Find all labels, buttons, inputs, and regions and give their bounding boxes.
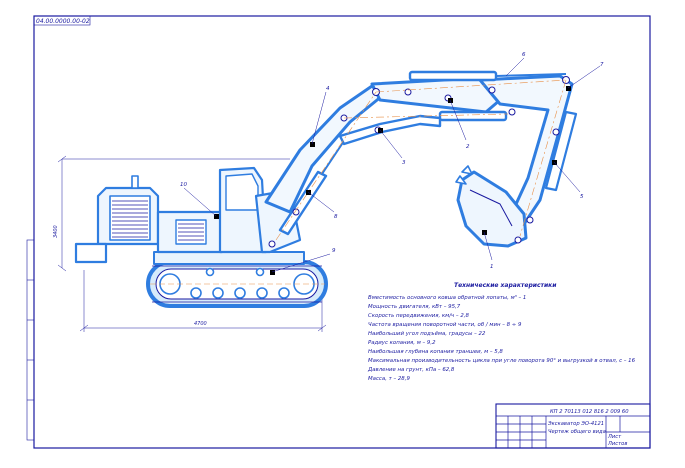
spec-line: Частота вращения поворотной части, об / … bbox=[368, 322, 522, 328]
spec-line: Вместимость основного ковша обратной лоп… bbox=[368, 294, 526, 301]
stick-cylinder bbox=[408, 70, 567, 82]
spec-line: Наибольший угол подъёма, градусы – 22 bbox=[368, 331, 486, 337]
length-dimension: 4700 bbox=[194, 321, 207, 327]
label-8: 8 bbox=[334, 214, 338, 220]
label-6: 6 bbox=[522, 52, 526, 58]
label-2: 2 bbox=[466, 144, 470, 150]
spec-line: Давление на грунт, кПа – 62,8 bbox=[367, 367, 455, 373]
margin-stamp-strip bbox=[26, 239, 35, 441]
title-block bbox=[495, 403, 651, 449]
label-1: 1 bbox=[490, 264, 494, 270]
turntable-base bbox=[153, 251, 305, 265]
sheet-label: Лист bbox=[607, 434, 622, 440]
tech-title: Технические характеристики bbox=[454, 282, 557, 289]
spec-line: Масса, т – 28,9 bbox=[368, 376, 410, 382]
label-7: 7 bbox=[600, 62, 604, 68]
center-lines bbox=[275, 79, 567, 241]
drawing-name-2: Чертеж общего вида bbox=[548, 429, 606, 435]
bucket bbox=[456, 170, 528, 248]
label-10: 10 bbox=[180, 182, 187, 188]
spec-line: Мощность двигателя, кВт – 95,7 bbox=[368, 304, 461, 310]
corner-code: 04.00.0000.00-02 bbox=[36, 18, 90, 25]
dimension-lines bbox=[57, 155, 327, 332]
height-dimension: 3400 bbox=[53, 225, 59, 238]
radiator-grille-rear bbox=[109, 195, 151, 241]
label-9: 9 bbox=[332, 248, 336, 254]
operator-cab bbox=[218, 166, 268, 254]
label-4: 4 bbox=[326, 86, 330, 92]
pivot-pins bbox=[268, 76, 570, 248]
spec-line: Наибольшая глубина копания траншеи, м – … bbox=[368, 349, 503, 355]
side-grille bbox=[175, 219, 207, 245]
spec-line: Скорость передвижения, км/ч – 2,8 bbox=[368, 313, 469, 319]
crawler-track bbox=[146, 260, 328, 308]
boom-arm bbox=[264, 84, 384, 214]
spec-list: Вместимость основного ковша обратной лоп… bbox=[367, 294, 636, 382]
label-5: 5 bbox=[580, 194, 584, 200]
corner-code-box bbox=[33, 15, 91, 26]
spec-line: Радиус копания, м – 9,2 bbox=[368, 340, 436, 346]
bucket-teeth bbox=[455, 165, 473, 185]
sheets-label: Листов bbox=[607, 441, 627, 447]
excavator-drawing: 3400 4700 bbox=[53, 70, 578, 332]
drawing-name-1: Экскаватор ЭО-4121 bbox=[547, 421, 604, 427]
leader-lines bbox=[183, 57, 601, 273]
spec-line: Максимальная производительность цикла пр… bbox=[368, 358, 636, 364]
lower-link bbox=[338, 110, 508, 146]
label-3: 3 bbox=[402, 160, 406, 166]
doc-code: КП 2 70113 012 816 2 009 60 bbox=[550, 409, 629, 415]
exhaust-stack bbox=[131, 175, 139, 189]
sheet-frame bbox=[33, 15, 651, 449]
